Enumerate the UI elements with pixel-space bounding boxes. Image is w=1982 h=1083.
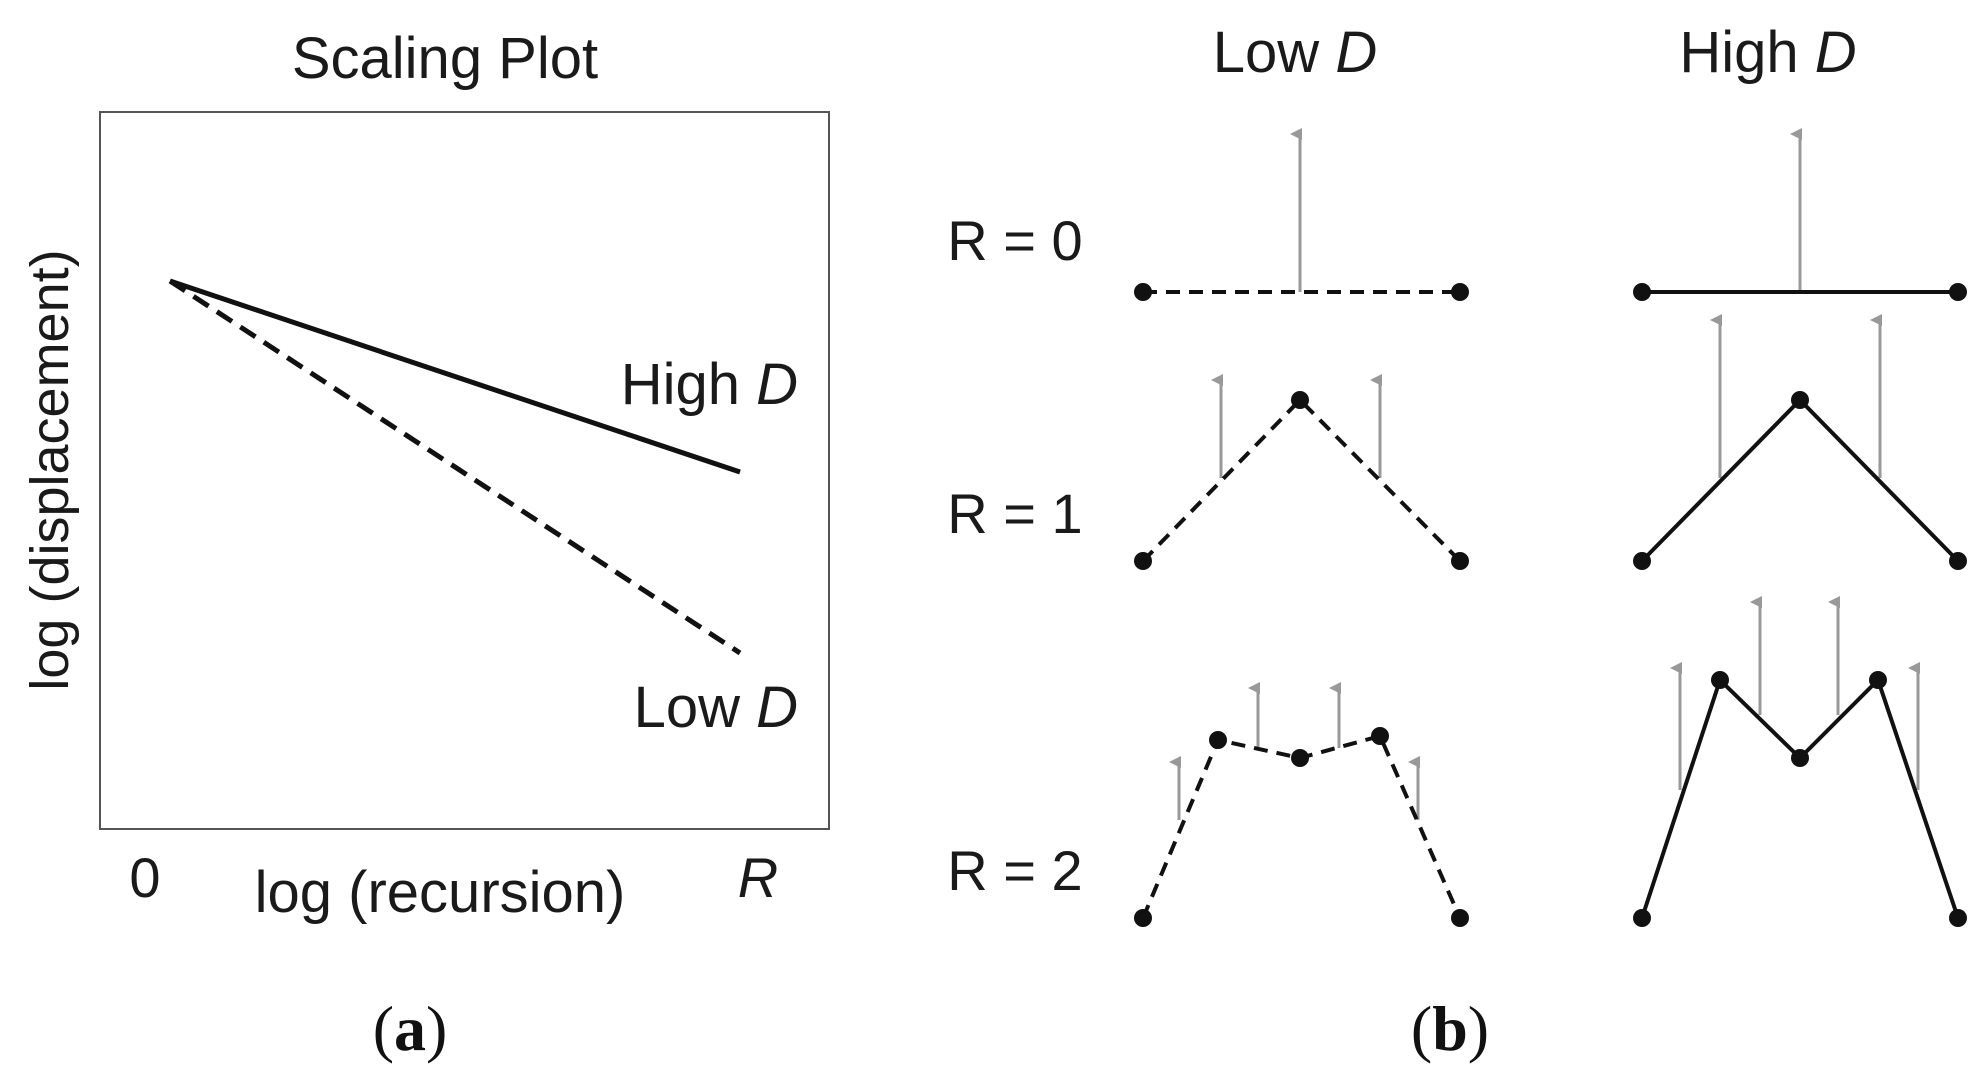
- high-d-r2-diagram: [1633, 596, 1967, 927]
- x-tick-end: R: [738, 846, 778, 909]
- node: [1451, 552, 1469, 570]
- y-axis-label: log (displacement): [20, 249, 80, 690]
- high-d-label: High D: [621, 352, 798, 417]
- node: [1134, 909, 1152, 927]
- node: [1134, 283, 1152, 301]
- row-label-r1: R = 1: [947, 482, 1082, 545]
- node: [1371, 727, 1389, 745]
- dashed-path: [1141, 397, 1462, 563]
- high-d-r1-diagram: [1633, 314, 1967, 570]
- node: [1209, 731, 1227, 749]
- panel-b: Low D High D R = 0 R = 1 R = 2: [947, 20, 1967, 1064]
- x-tick-origin: 0: [129, 846, 160, 909]
- low-d-label: Low D: [634, 675, 798, 740]
- node: [1633, 909, 1651, 927]
- low-d-r0-diagram: [1134, 128, 1469, 301]
- node: [1869, 671, 1887, 689]
- node: [1451, 283, 1469, 301]
- caption-a: (a): [373, 993, 448, 1064]
- row-label-r2: R = 2: [947, 839, 1082, 902]
- node: [1949, 909, 1967, 927]
- node: [1791, 391, 1809, 409]
- column-header-high-d: High D: [1679, 20, 1856, 85]
- node: [1134, 552, 1152, 570]
- node: [1949, 552, 1967, 570]
- low-d-r2-diagram: [1134, 682, 1469, 927]
- high-d-line: [169, 278, 741, 475]
- panel-a-title: Scaling Plot: [292, 26, 598, 91]
- node: [1711, 671, 1729, 689]
- node: [1633, 552, 1651, 570]
- panel-a: Scaling Plot log (displacement) log (rec…: [20, 26, 830, 1064]
- caption-b: (b): [1411, 993, 1489, 1064]
- high-d-r0-diagram: [1633, 128, 1967, 301]
- node: [1451, 909, 1469, 927]
- solid-path: [1640, 397, 1960, 563]
- x-axis-label: log (recursion): [255, 860, 626, 925]
- column-header-low-d: Low D: [1213, 20, 1377, 85]
- node: [1291, 749, 1309, 767]
- plot-frame: [99, 111, 830, 830]
- low-d-line: [168, 278, 742, 656]
- node: [1633, 283, 1651, 301]
- node: [1949, 283, 1967, 301]
- low-d-r1-diagram: [1134, 374, 1469, 570]
- solid-path: [1640, 676, 1960, 919]
- node: [1291, 391, 1309, 409]
- row-label-r0: R = 0: [947, 209, 1082, 272]
- node: [1791, 749, 1809, 767]
